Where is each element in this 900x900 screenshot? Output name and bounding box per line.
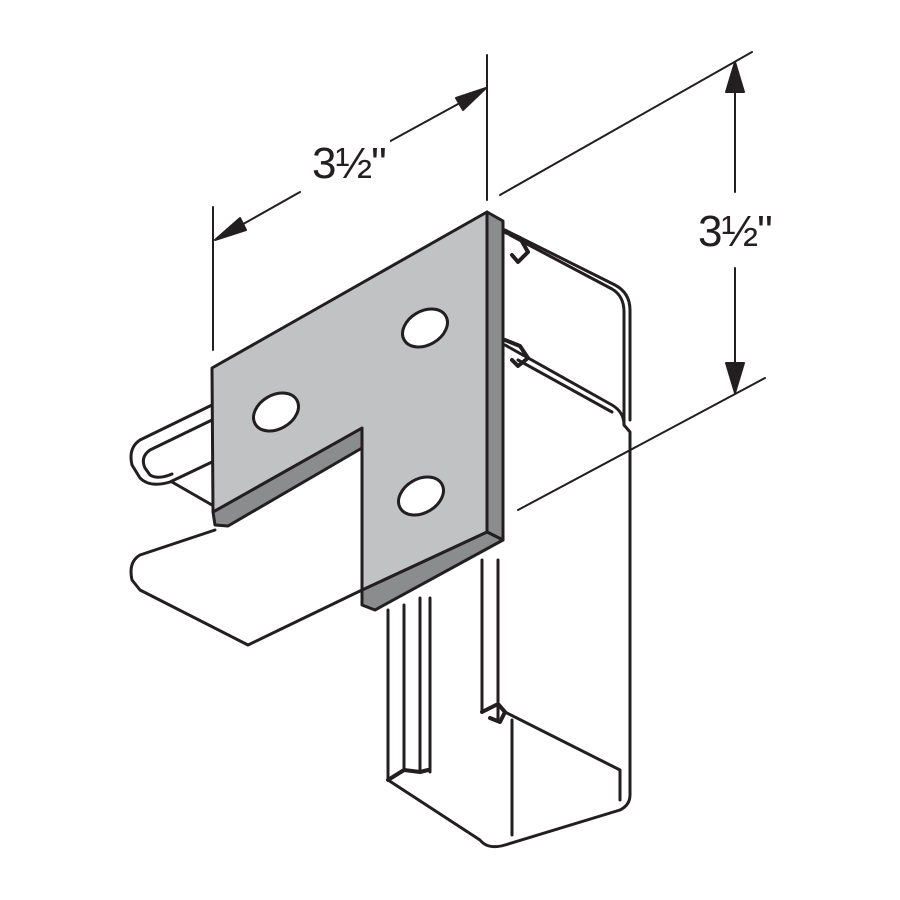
bolt-hole: [401, 307, 449, 349]
dimension-label-width: 3½": [308, 140, 390, 188]
bolt-hole: [252, 391, 300, 433]
plate-face: [210, 210, 489, 592]
arrowhead-icon: [725, 61, 745, 93]
arrowhead-icon: [725, 362, 745, 394]
horizontal-channel: [129, 403, 364, 647]
corner-plate: [210, 210, 505, 612]
bolt-holes: [252, 307, 449, 517]
arrowhead-icon: [214, 217, 247, 241]
vertical-channel: [386, 228, 632, 849]
plate-edge-right: [485, 210, 505, 542]
dimension-lines: [212, 51, 766, 511]
bolt-hole: [397, 475, 445, 517]
arrowhead-icon: [455, 87, 487, 111]
dimension-label-height: 3½": [694, 208, 776, 256]
